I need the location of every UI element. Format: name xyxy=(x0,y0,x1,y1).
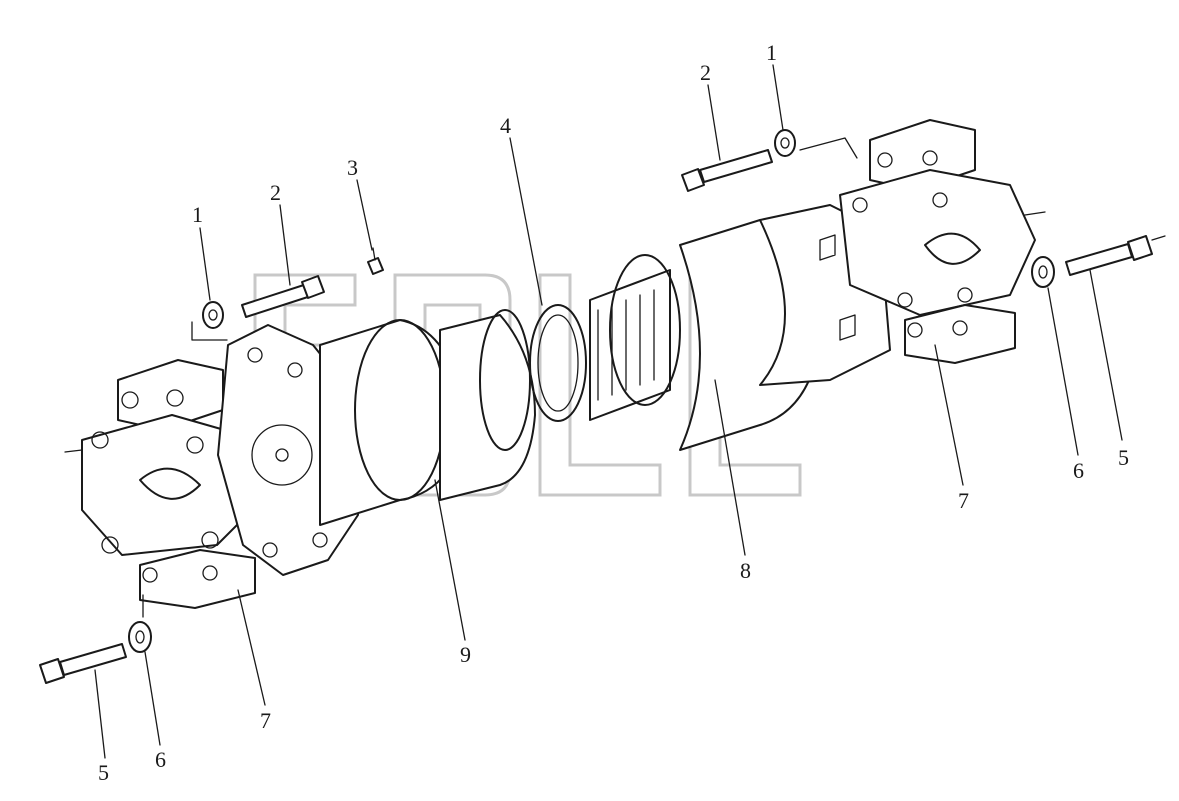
left-bottom-bolt xyxy=(39,643,127,684)
right-bottom-washer xyxy=(1031,256,1055,288)
callout-labels: 1 2 3 4 1 2 5 6 7 9 8 7 6 5 xyxy=(98,40,1129,785)
callout-2-left: 2 xyxy=(270,180,281,205)
right-bottom-bolt xyxy=(1065,235,1166,276)
spline-shaft xyxy=(589,204,891,451)
callout-1-right: 1 xyxy=(766,40,777,65)
slip-yoke-tube xyxy=(319,309,536,526)
left-top-bolt xyxy=(241,275,325,318)
right-universal-joint xyxy=(839,119,1046,364)
callout-5-right: 5 xyxy=(1118,445,1129,470)
callout-4: 4 xyxy=(500,113,511,138)
left-top-washer xyxy=(191,301,228,341)
left-universal-joint xyxy=(64,359,258,609)
callout-6-left: 6 xyxy=(155,747,166,772)
callout-3: 3 xyxy=(347,155,358,180)
left-bottom-washer xyxy=(128,594,152,653)
right-top-bolt xyxy=(681,149,773,192)
callout-5-left: 5 xyxy=(98,760,109,785)
callout-6-right: 6 xyxy=(1073,458,1084,483)
leader-lines xyxy=(94,64,1123,759)
snap-ring xyxy=(529,304,587,422)
callout-2-right: 2 xyxy=(700,60,711,85)
callout-9: 9 xyxy=(460,642,471,667)
callout-7-left: 7 xyxy=(260,708,271,733)
right-top-washer xyxy=(774,129,858,159)
callout-7-right: 7 xyxy=(958,488,969,513)
callout-1-left: 1 xyxy=(192,202,203,227)
callout-8: 8 xyxy=(740,558,751,583)
grease-fitting xyxy=(367,247,384,275)
